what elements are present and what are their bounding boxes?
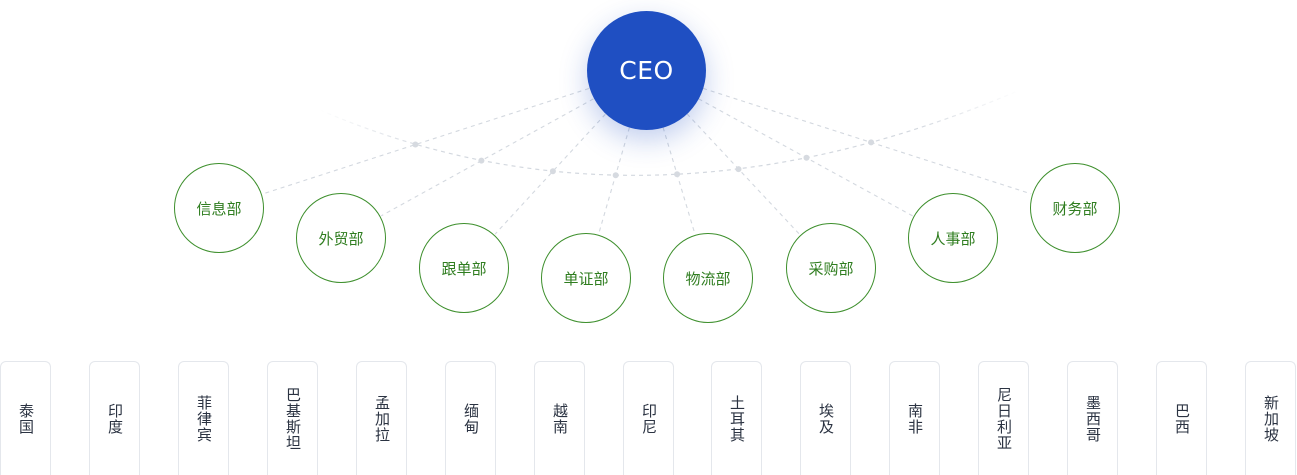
country-card-south-africa[interactable]: 南非 bbox=[889, 361, 940, 475]
connector-spoke bbox=[494, 113, 606, 235]
dept-label: 物流部 bbox=[685, 269, 731, 288]
country-card-philippines[interactable]: 菲律宾 bbox=[178, 361, 229, 475]
country-card-vietnam[interactable]: 越南 bbox=[534, 361, 585, 475]
connector-spoke bbox=[262, 87, 590, 195]
country-label: 墨西哥 bbox=[1084, 394, 1102, 443]
country-card-pakistan[interactable]: 巴基斯坦 bbox=[267, 361, 318, 475]
country-card-thailand[interactable]: 泰国 bbox=[0, 361, 51, 475]
country-label: 越南 bbox=[551, 402, 569, 435]
connector-spoke bbox=[662, 127, 696, 235]
connector-junction-dot bbox=[478, 157, 485, 164]
connector-junction-dot bbox=[735, 166, 742, 173]
connector-junction-dot bbox=[803, 154, 810, 161]
country-label: 泰国 bbox=[17, 402, 35, 435]
country-card-mexico[interactable]: 墨西哥 bbox=[1067, 361, 1118, 475]
country-label: 孟加拉 bbox=[373, 394, 391, 443]
country-card-bangladesh[interactable]: 孟加拉 bbox=[356, 361, 407, 475]
country-label: 埃及 bbox=[817, 402, 835, 435]
dept-node-documentation[interactable]: 单证部 bbox=[541, 233, 631, 323]
country-card-egypt[interactable]: 埃及 bbox=[800, 361, 851, 475]
connector-spoke bbox=[598, 127, 630, 234]
dept-node-purchasing[interactable]: 采购部 bbox=[786, 223, 876, 313]
dept-label: 采购部 bbox=[808, 259, 854, 278]
connector-junction-dot bbox=[674, 171, 681, 178]
country-label: 印度 bbox=[106, 402, 124, 435]
country-label: 巴基斯坦 bbox=[284, 386, 302, 451]
country-card-indonesia[interactable]: 印尼 bbox=[623, 361, 674, 475]
country-label: 缅甸 bbox=[462, 402, 480, 435]
dept-node-information[interactable]: 信息部 bbox=[174, 163, 264, 253]
country-card-singapore[interactable]: 新加坡 bbox=[1245, 361, 1296, 475]
country-card-myanmar[interactable]: 缅甸 bbox=[445, 361, 496, 475]
dept-node-finance[interactable]: 财务部 bbox=[1030, 163, 1120, 253]
country-label: 印尼 bbox=[640, 402, 658, 435]
connector-spoke bbox=[702, 87, 1032, 195]
connector-junction-dot bbox=[868, 139, 875, 146]
dept-node-logistics[interactable]: 物流部 bbox=[663, 233, 753, 323]
country-card-turkey[interactable]: 土耳其 bbox=[711, 361, 762, 475]
country-label: 菲律宾 bbox=[195, 394, 213, 443]
country-card-brazil[interactable]: 巴西 bbox=[1156, 361, 1207, 475]
dept-label: 跟单部 bbox=[441, 259, 487, 278]
dept-label: 外贸部 bbox=[318, 229, 364, 248]
ceo-label: CEO bbox=[619, 56, 674, 85]
dept-label: 信息部 bbox=[196, 199, 242, 218]
dept-label: 财务部 bbox=[1052, 199, 1098, 218]
dept-label: 人事部 bbox=[930, 229, 976, 248]
connector-junction-dot bbox=[549, 168, 556, 175]
connector-junction-dot bbox=[412, 141, 419, 148]
country-card-india[interactable]: 印度 bbox=[89, 361, 140, 475]
dept-node-merchandising[interactable]: 跟单部 bbox=[419, 223, 509, 313]
country-label: 巴西 bbox=[1173, 402, 1191, 435]
country-label: 南非 bbox=[906, 402, 924, 435]
dept-node-foreign-trade[interactable]: 外贸部 bbox=[296, 193, 386, 283]
country-label: 尼日利亚 bbox=[995, 386, 1013, 451]
country-card-nigeria[interactable]: 尼日利亚 bbox=[978, 361, 1029, 475]
country-label: 新加坡 bbox=[1262, 394, 1280, 443]
ceo-node[interactable]: CEO bbox=[587, 11, 706, 130]
country-label: 土耳其 bbox=[728, 394, 746, 443]
dept-label: 单证部 bbox=[563, 269, 609, 288]
connector-spoke bbox=[381, 98, 594, 217]
connector-spoke bbox=[686, 113, 801, 235]
connector-spoke bbox=[698, 98, 913, 217]
connector-junction-dot bbox=[612, 172, 619, 179]
dept-node-hr[interactable]: 人事部 bbox=[908, 193, 998, 283]
